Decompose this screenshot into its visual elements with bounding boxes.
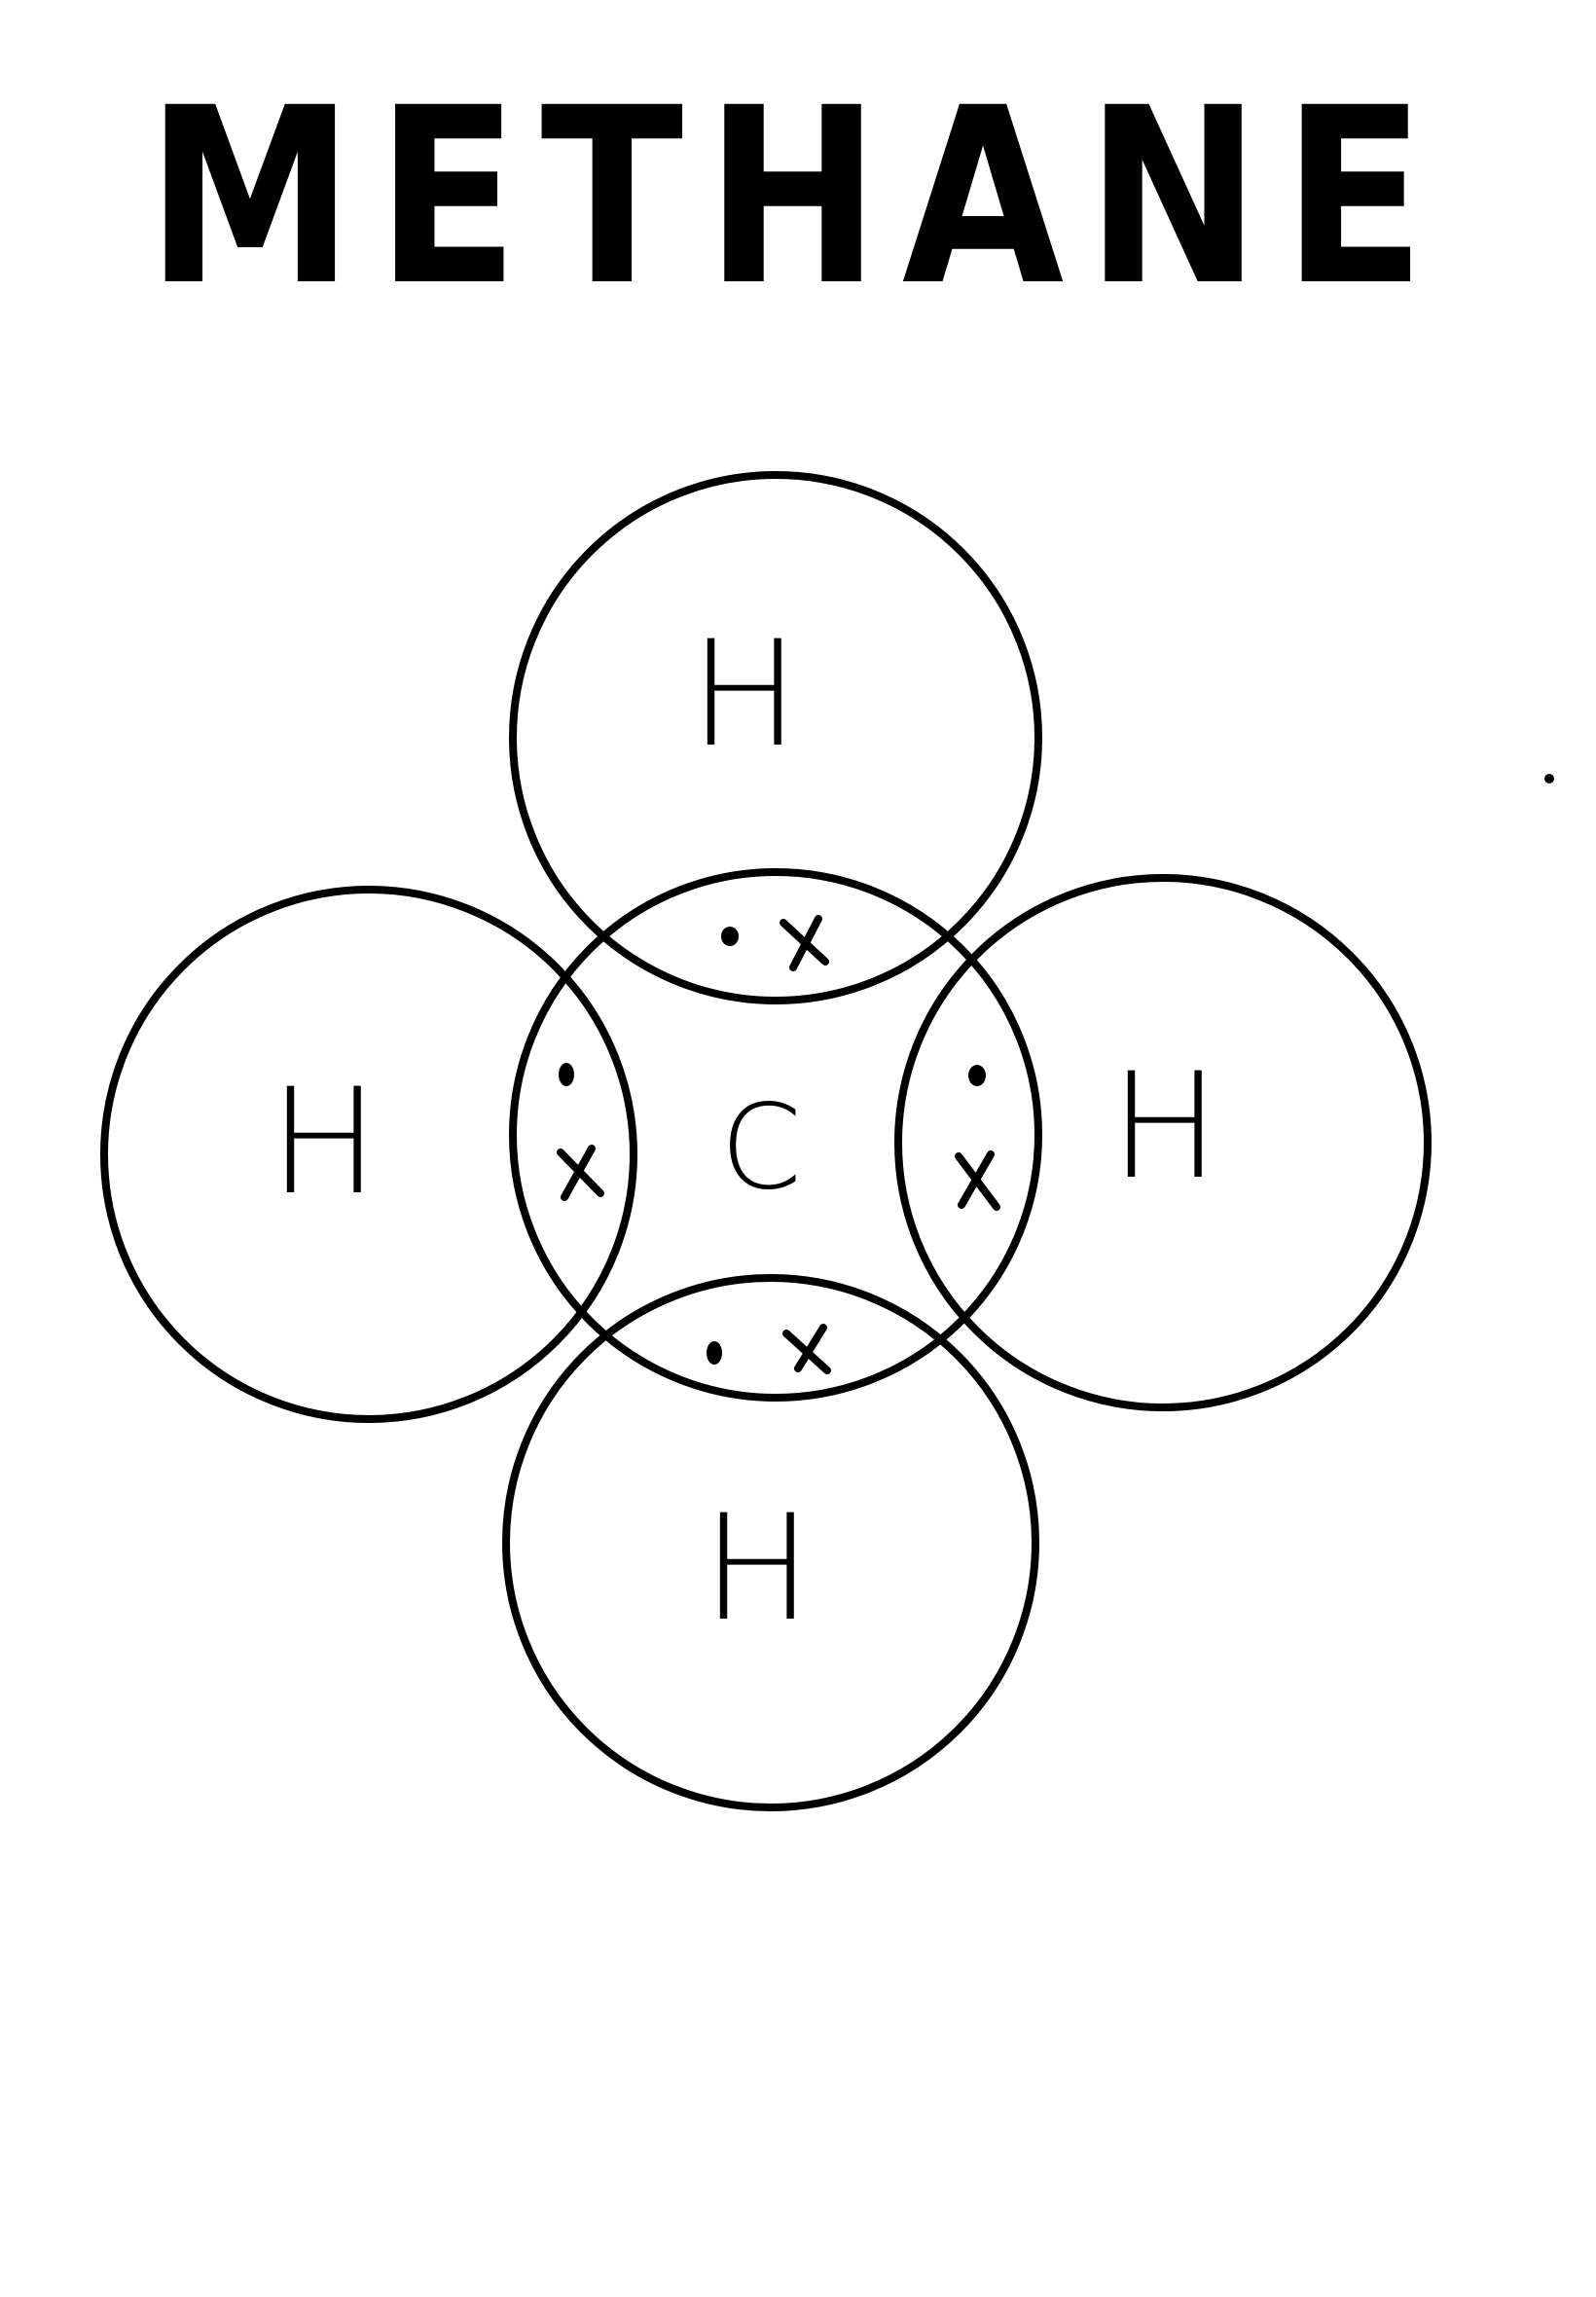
hydrogen-shell-top (509, 471, 1042, 1004)
electron-cross (782, 1324, 831, 1374)
electron-cross (780, 915, 829, 971)
electron-cross (955, 1150, 1000, 1211)
hydrogen-shell-bottom (502, 1274, 1039, 1811)
hydrogen-atom-label-bottom: H (703, 1484, 813, 1654)
electron-dot (968, 1065, 986, 1086)
bond-pair-right (955, 1065, 1000, 1211)
hydrogen-atom-label-top: H (690, 610, 800, 780)
electron-cross (557, 1145, 604, 1201)
hydrogen-atom-label-left: H (270, 1058, 380, 1227)
hydrogen-shell-right (894, 874, 1432, 1411)
hydrogen-atom-label-right: H (1110, 1042, 1220, 1212)
bond-pair-left (557, 1063, 604, 1201)
bond-pair-top (721, 915, 829, 971)
page-title: METHANE (146, 55, 1448, 339)
electron-dot (707, 1341, 722, 1365)
hydrogen-shell-left (100, 886, 637, 1423)
carbon-atom-label: C (720, 1081, 802, 1217)
carbon-shell (509, 868, 1042, 1402)
electron-dot (559, 1063, 574, 1086)
stray-dot (1544, 774, 1554, 784)
bond-pair-bottom (707, 1324, 831, 1374)
electron-dot (721, 927, 739, 946)
